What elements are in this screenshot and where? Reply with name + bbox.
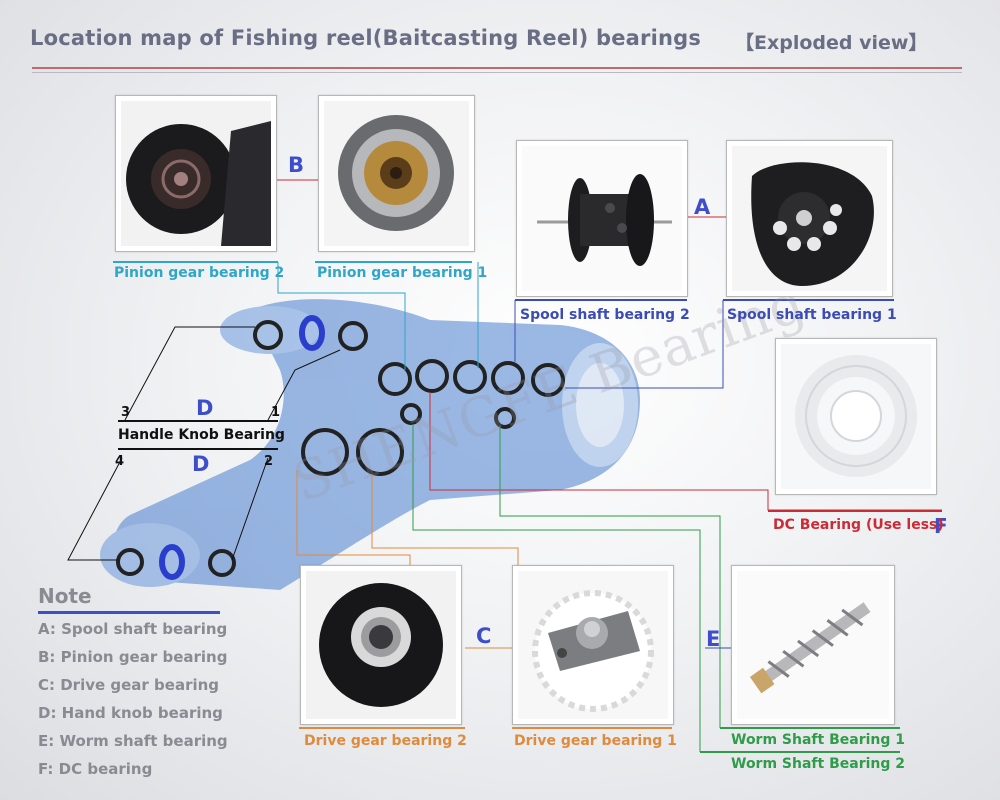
page-subtitle: 【Exploded view】: [735, 32, 928, 54]
title-divider-grey: [32, 72, 962, 73]
caption-spool-shaft-bearing-2: Spool shaft bearing 2: [520, 307, 690, 323]
note-underline: [38, 611, 220, 614]
caption-pinion-gear-bearing-2: Pinion gear bearing 2: [114, 265, 285, 281]
photo-pinion-gear-bearing-2: [115, 95, 277, 252]
handle-knob-orings: [159, 315, 325, 580]
photo-drive-gear-bearing-2: [300, 565, 462, 725]
photo-worm-shaft-bearing: [731, 565, 895, 725]
note-item: D: Hand knob bearing: [38, 704, 223, 722]
note-item: F: DC bearing: [38, 760, 153, 778]
label-letter-c: C: [476, 624, 492, 648]
photo-drive-gear-bearing-1: [512, 565, 674, 725]
bearing-rings: [116, 320, 565, 577]
label-letter-e: E: [706, 627, 721, 651]
reel-body-illustration: [100, 299, 641, 590]
label-letter-a: A: [694, 195, 711, 219]
photo-spool-shaft-bearing-1: [726, 140, 893, 297]
caption-worm-shaft-bearing-1: Worm Shaft Bearing 1: [731, 732, 906, 748]
note-item: E: Worm shaft bearing: [38, 732, 228, 750]
page-title: Location map of Fishing reel(Baitcasting…: [30, 26, 702, 50]
handle-number-4: 4: [115, 454, 125, 469]
caption-handle-knob-bearing: Handle Knob Bearing: [118, 427, 285, 443]
caption-pinion-gear-bearing-1: Pinion gear bearing 1: [317, 265, 488, 281]
label-letter-f: F: [934, 514, 948, 538]
note-item: C: Drive gear bearing: [38, 676, 220, 694]
label-letter-d-bottom: D: [192, 452, 210, 476]
caption-worm-shaft-bearing-2: Worm Shaft Bearing 2: [731, 756, 906, 772]
caption-dc-bearing: DC Bearing (Use less): [773, 517, 944, 533]
caption-drive-gear-bearing-1: Drive gear bearing 1: [514, 733, 677, 749]
handle-number-2: 2: [264, 454, 274, 469]
label-letter-d-top: D: [196, 396, 214, 420]
note-item: A: Spool shaft bearing: [38, 620, 228, 638]
title-divider-red: [32, 67, 962, 69]
handle-number-3: 3: [121, 405, 131, 420]
caption-drive-gear-bearing-2: Drive gear bearing 2: [304, 733, 467, 749]
photo-pinion-gear-bearing-1: [318, 95, 475, 252]
label-letter-b: B: [288, 153, 305, 177]
caption-spool-shaft-bearing-1: Spool shaft bearing 1: [727, 307, 897, 323]
photo-spool-shaft-bearing-2: [516, 140, 688, 297]
note-title: Note: [38, 584, 92, 608]
handle-number-1: 1: [271, 405, 281, 420]
note-item: B: Pinion gear bearing: [38, 648, 228, 666]
photo-dc-bearing: [775, 338, 937, 495]
